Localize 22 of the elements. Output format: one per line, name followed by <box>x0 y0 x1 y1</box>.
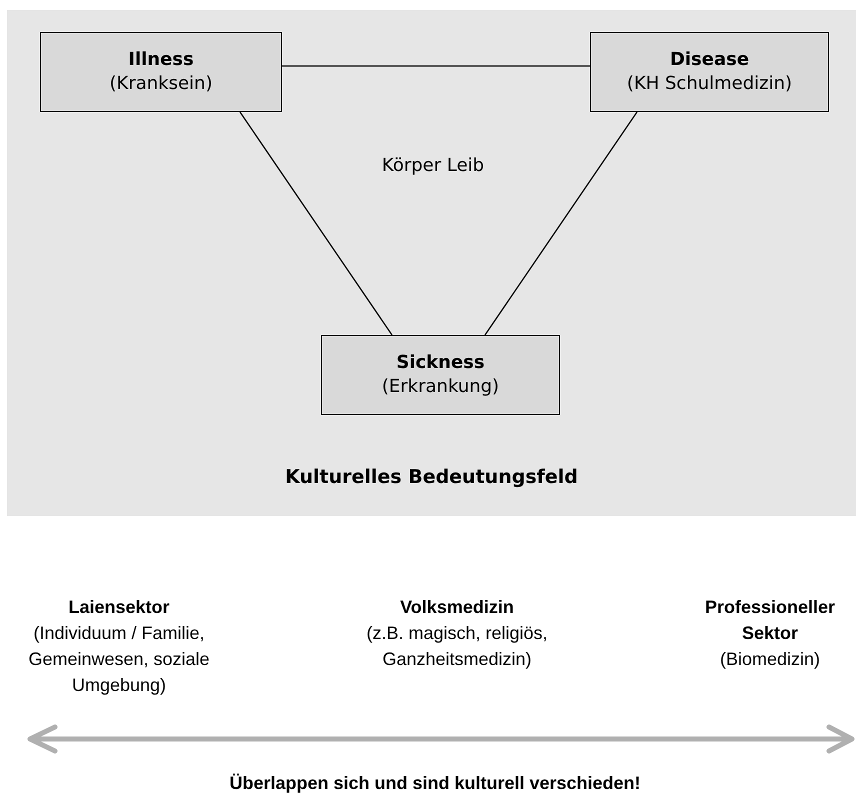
sector-heading: Laiensektor <box>67 596 171 619</box>
concept-subtitle: (Kranksein) <box>110 72 212 96</box>
concept-box <box>321 335 560 415</box>
concept-subtitle: (KH Schulmedizin) <box>626 72 792 96</box>
connector-line <box>239 112 393 336</box>
sector-description: (z.B. magisch, religiös, Ganzheitsmedizin) <box>365 622 549 671</box>
center-label: Körper Leib <box>380 154 486 178</box>
sector-heading: Volksmedizin <box>399 596 515 619</box>
conclusion-note: Überlappen sich und sind kulturell verschieden! <box>228 772 642 795</box>
concept-title: Illness <box>128 48 194 72</box>
field-panel <box>7 10 856 516</box>
concept-title: Sickness <box>396 351 485 375</box>
concept-box <box>590 32 829 112</box>
sector-description: (Individuum / Familie, Gemeinwesen, soziale Umgebung) <box>27 622 211 697</box>
sector-description: (Biomedizin) <box>718 648 822 671</box>
sector-heading: Professioneller Sektor <box>704 596 836 645</box>
concept-subtitle: (Erkrankung) <box>382 375 500 399</box>
field-title: Kulturelles Bedeutungsfeld <box>284 465 579 489</box>
connector-line <box>484 112 638 336</box>
concept-box <box>40 32 282 112</box>
connector-line <box>282 65 590 67</box>
concept-title: Disease <box>670 48 750 72</box>
